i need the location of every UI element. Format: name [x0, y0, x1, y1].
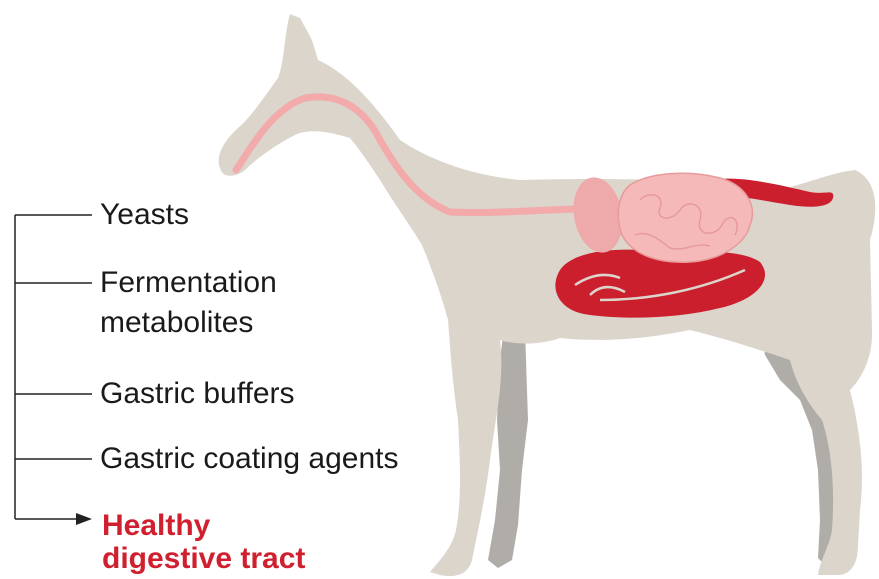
connector-lines [15, 215, 92, 519]
outcome-healthy-digestive-tract: Healthy digestive tract [102, 509, 305, 575]
outcome-line1: Healthy [102, 509, 305, 542]
factor-gastric-buffers: Gastric buffers [100, 374, 295, 414]
factor-fermentation-line2: metabolites [100, 303, 277, 343]
small-intestine [618, 173, 752, 262]
factor-fermentation-line1: Fermentation [100, 263, 277, 303]
factor-yeasts: Yeasts [100, 195, 189, 235]
factor-fermentation-metabolites: Fermentation metabolites [100, 263, 277, 343]
factor-gastric-buffers-text: Gastric buffers [100, 377, 295, 410]
factor-gastric-coating-agents: Gastric coating agents [100, 439, 399, 479]
factor-yeasts-text: Yeasts [100, 198, 189, 231]
factor-gastric-coating-text: Gastric coating agents [100, 442, 399, 475]
outcome-line2: digestive tract [102, 542, 305, 575]
outcome-arrow-head [76, 513, 92, 525]
